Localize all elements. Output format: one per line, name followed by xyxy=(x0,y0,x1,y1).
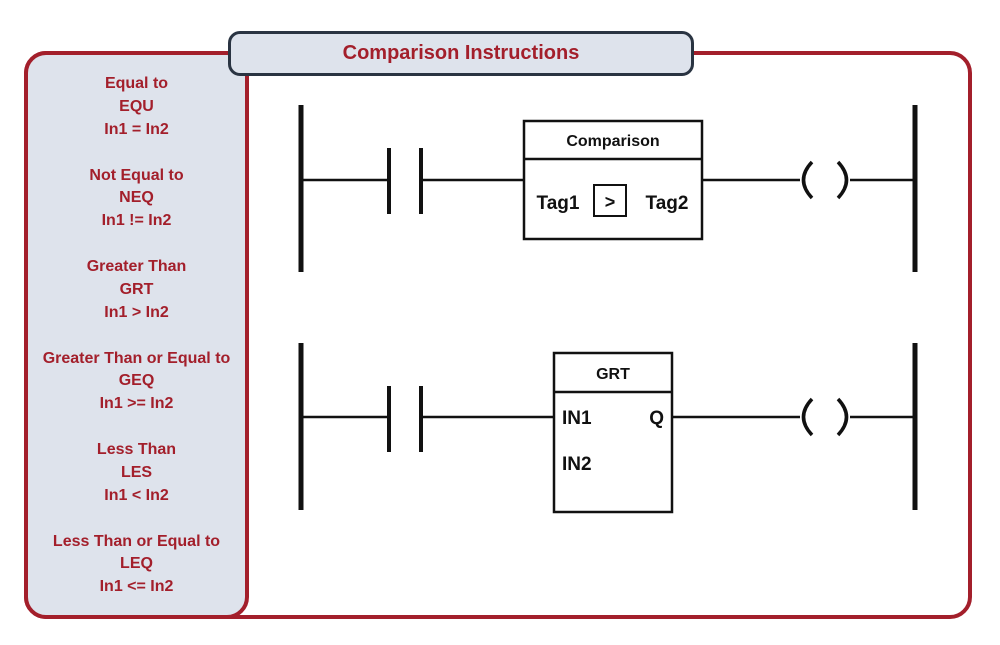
instruction-expression: In1 < In2 xyxy=(104,486,169,504)
coil-icon xyxy=(801,160,849,200)
title-banner: Comparison Instructions xyxy=(228,31,694,76)
coil-icon xyxy=(801,397,849,437)
instruction-name: Not Equal to xyxy=(89,166,184,184)
instruction-mnemonic: GRT xyxy=(119,280,154,298)
instruction-item-equ: Equal to EQU In1 = In2 xyxy=(24,73,249,165)
page-title: Comparison Instructions xyxy=(342,42,580,64)
instruction-name: Equal to xyxy=(104,75,169,92)
input-2-label: IN2 xyxy=(562,454,592,475)
instruction-list: Equal to EQU In1 = In2 Not Equal to NEQ … xyxy=(24,73,249,622)
instruction-mnemonic: NEQ xyxy=(119,189,154,207)
input-1-label: IN1 xyxy=(562,408,592,429)
rung-1 xyxy=(298,105,918,272)
instruction-item-grt: Greater Than GRT In1 > In2 xyxy=(24,256,249,348)
instruction-item-neq: Not Equal to NEQ In1 != In2 xyxy=(24,165,249,257)
comparison-operator: > xyxy=(605,192,616,212)
instruction-name: Less Than or Equal to xyxy=(52,532,221,550)
comparison-block-title: Comparison xyxy=(566,133,659,150)
instruction-item-geq: Greater Than or Equal to GEQ In1 >= In2 xyxy=(24,348,249,440)
instruction-name: Greater Than or Equal to xyxy=(42,349,231,367)
output-label: Q xyxy=(649,408,664,429)
instruction-expression: In1 <= In2 xyxy=(99,578,174,596)
right-operand: Tag2 xyxy=(646,193,689,214)
instruction-mnemonic: LES xyxy=(120,463,153,481)
grt-block xyxy=(552,351,674,514)
instruction-mnemonic: GEQ xyxy=(118,372,155,390)
instruction-name: Less Than xyxy=(96,441,177,458)
instruction-mnemonic: EQU xyxy=(119,97,154,115)
contact-icon xyxy=(387,386,423,452)
instruction-item-leq: Less Than or Equal to LEQ In1 <= In2 xyxy=(24,531,249,623)
instruction-expression: In1 > In2 xyxy=(104,303,169,321)
instruction-expression: In1 >= In2 xyxy=(99,395,174,413)
left-operand: Tag1 xyxy=(537,193,580,214)
comparison-block xyxy=(522,119,704,241)
rung-2 xyxy=(298,343,918,514)
operator-box xyxy=(593,184,627,217)
grt-block-title: GRT xyxy=(596,366,630,383)
instruction-name: Greater Than xyxy=(86,258,187,275)
instruction-expression: In1 != In2 xyxy=(101,212,172,230)
instruction-item-les: Less Than LES In1 < In2 xyxy=(24,439,249,531)
instruction-list-panel xyxy=(24,51,249,619)
instruction-expression: In1 = In2 xyxy=(104,120,169,138)
instruction-mnemonic: LEQ xyxy=(120,555,153,573)
contact-icon xyxy=(387,148,423,214)
